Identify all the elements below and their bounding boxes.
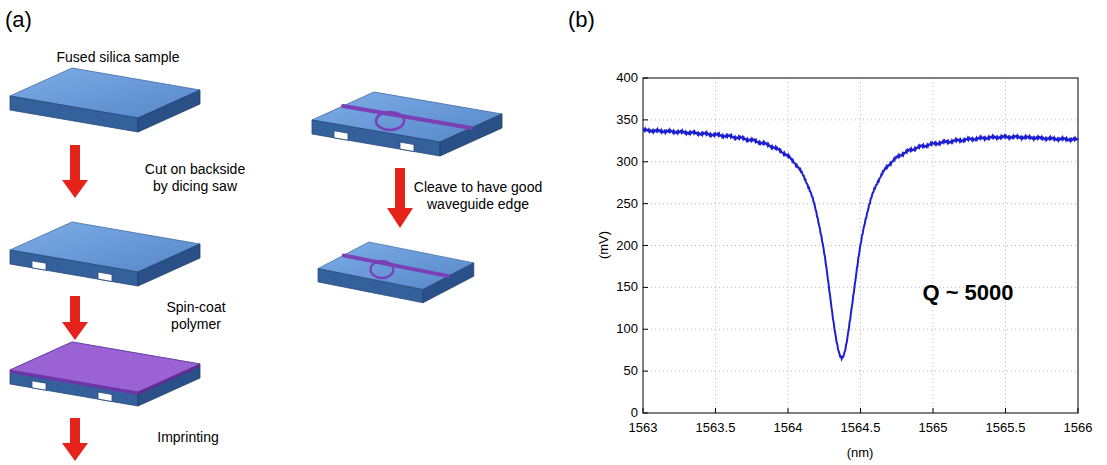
- grid-line: [715, 78, 716, 413]
- quality-factor: Q ~ 5000: [922, 280, 1013, 306]
- panel-label: (a): [5, 7, 32, 33]
- grid-line: [643, 119, 1078, 120]
- tick-label: 50: [624, 363, 638, 379]
- polymer-edge: [10, 370, 138, 395]
- backside-cuts: [334, 131, 414, 152]
- ring-waveguide: [343, 255, 448, 278]
- tick-mark: [643, 245, 648, 246]
- tick-label: 1566: [1064, 420, 1093, 436]
- grid-line: [643, 329, 1078, 330]
- tick-mark: [643, 203, 648, 204]
- grid-line: [788, 78, 789, 413]
- grid-line: [643, 203, 1078, 204]
- tick-label: 1565.5: [986, 420, 1026, 436]
- silica-slab: [10, 68, 200, 132]
- coated-slab: [10, 342, 200, 406]
- tick-mark: [788, 408, 789, 413]
- step-label: Fused silica sample: [57, 49, 180, 66]
- ring-waveguide: [343, 106, 471, 130]
- step-label: Spin-coat polymer: [156, 299, 236, 333]
- imprinted-slab: [312, 92, 502, 156]
- process-arrow: [62, 418, 88, 461]
- transmission-curve: [643, 129, 1078, 359]
- tick-mark: [715, 408, 716, 413]
- axis-title: (nm): [847, 445, 874, 461]
- tick-mark: [643, 161, 648, 162]
- process-arrow: [387, 168, 413, 228]
- process-arrow: [62, 145, 88, 198]
- grid-line: [1005, 78, 1006, 413]
- transmission-chart: [643, 78, 1078, 413]
- tick-label: 400: [616, 70, 638, 86]
- tick-mark: [933, 408, 934, 413]
- slab-body: [312, 92, 502, 156]
- axis-title: (mV): [596, 231, 612, 259]
- slab-body: [318, 242, 474, 303]
- tick-label: 1564: [774, 420, 803, 436]
- tick-mark: [1005, 408, 1006, 413]
- tick-label: 250: [616, 196, 638, 212]
- tick-label: 100: [616, 321, 638, 337]
- step-label: Cut on backside by dicing saw: [139, 161, 251, 195]
- tick-label: 350: [616, 112, 638, 128]
- tick-label: 200: [616, 238, 638, 254]
- tick-mark: [860, 408, 861, 413]
- process-arrow: [62, 296, 88, 340]
- grid-line: [933, 78, 934, 413]
- tick-label: 1563: [629, 420, 658, 436]
- tick-label: 150: [616, 280, 638, 296]
- tick-label: 1565: [919, 420, 948, 436]
- tick-mark: [643, 287, 648, 288]
- tick-mark: [643, 119, 648, 120]
- slab-body: [10, 68, 200, 132]
- plot-frame: [643, 78, 1078, 413]
- tick-label: 1563.5: [696, 420, 736, 436]
- polymer-edge: [138, 364, 200, 395]
- tick-label: 300: [616, 154, 638, 170]
- tick-label: 1564.5: [841, 420, 881, 436]
- cleaved-slab: [318, 242, 474, 303]
- panel-label: (b): [568, 7, 595, 33]
- tick-label: 0: [631, 405, 638, 421]
- tick-mark: [643, 371, 648, 372]
- slab-body: [10, 342, 200, 406]
- slab-body: [10, 222, 200, 286]
- step-label: Cleave to have good waveguide edge: [403, 179, 553, 213]
- diced-slab: [10, 222, 200, 286]
- step-label: Imprinting: [157, 429, 218, 446]
- polymer-layer: [10, 342, 200, 392]
- tick-mark: [643, 329, 648, 330]
- backside-cuts: [32, 261, 112, 282]
